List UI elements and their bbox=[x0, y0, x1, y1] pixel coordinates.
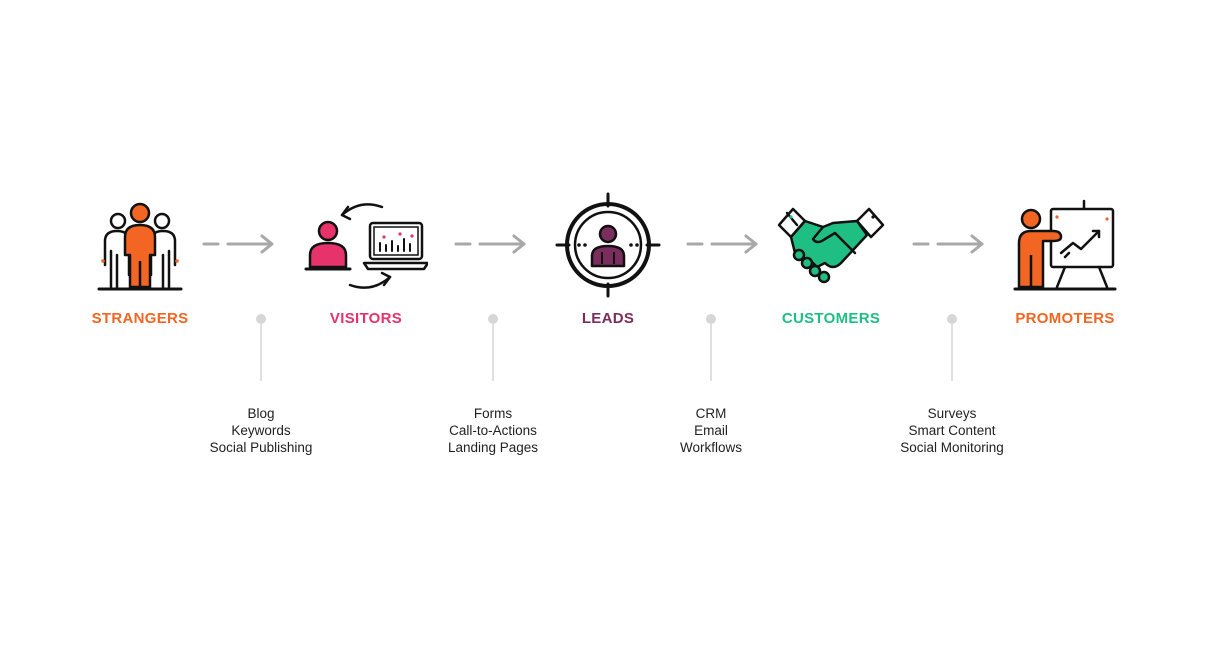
connector-line bbox=[710, 324, 712, 381]
arrow-right-icon bbox=[686, 234, 758, 254]
tool-item: Call-to-Actions bbox=[449, 423, 537, 438]
stage-label-promoters: PROMOTERS bbox=[1015, 310, 1115, 327]
presenter-board-icon bbox=[975, 190, 1155, 300]
connector-dot bbox=[488, 314, 498, 324]
tools-list: Forms Call-to-Actions Landing Pages bbox=[403, 405, 583, 456]
stage-strangers: STRANGERS bbox=[50, 190, 230, 327]
target-person-icon bbox=[518, 190, 698, 300]
stage-leads: LEADS bbox=[518, 190, 698, 327]
tool-item: Blog bbox=[247, 406, 275, 421]
connector-dot bbox=[256, 314, 266, 324]
tool-item: Surveys bbox=[927, 406, 977, 421]
connector-line bbox=[260, 324, 262, 381]
tool-item: CRM bbox=[695, 406, 727, 421]
handshake-icon bbox=[741, 190, 921, 300]
stage-promoters: PROMOTERS bbox=[975, 190, 1155, 327]
stage-visitors: VISITORS bbox=[276, 190, 456, 327]
transition-customers-promoters: Surveys Smart Content Social Monitoring bbox=[862, 314, 1042, 456]
tool-item: Landing Pages bbox=[447, 440, 539, 455]
stage-label-visitors: VISITORS bbox=[329, 310, 403, 327]
stage-customers: CUSTOMERS bbox=[741, 190, 921, 327]
tool-item: Smart Content bbox=[908, 423, 996, 438]
tool-item: Social Publishing bbox=[209, 440, 313, 455]
tool-item: Forms bbox=[473, 406, 513, 421]
transition-leads-customers: CRM Email Workflows bbox=[621, 314, 801, 456]
arrow-right-icon bbox=[454, 234, 526, 254]
tools-list: CRM Email Workflows bbox=[621, 405, 801, 456]
arrow-right-icon bbox=[202, 234, 274, 254]
tools-list: Surveys Smart Content Social Monitoring bbox=[862, 405, 1042, 456]
tool-item: Social Monitoring bbox=[900, 440, 1004, 455]
stage-label-customers: CUSTOMERS bbox=[781, 310, 881, 327]
stage-label-leads: LEADS bbox=[581, 310, 635, 327]
connector-dot bbox=[947, 314, 957, 324]
people-group-icon bbox=[50, 190, 230, 300]
connector-line bbox=[951, 324, 953, 381]
stage-label-strangers: STRANGERS bbox=[91, 310, 189, 327]
connector-line bbox=[492, 324, 494, 381]
transition-strangers-visitors: Blog Keywords Social Publishing bbox=[171, 314, 351, 456]
tool-item: Keywords bbox=[231, 423, 291, 438]
person-laptop-cycle-icon bbox=[276, 190, 456, 300]
tool-item: Workflows bbox=[679, 440, 742, 455]
tools-list: Blog Keywords Social Publishing bbox=[171, 405, 351, 456]
connector-dot bbox=[706, 314, 716, 324]
tool-item: Email bbox=[694, 423, 728, 438]
arrow-right-icon bbox=[912, 234, 984, 254]
transition-visitors-leads: Forms Call-to-Actions Landing Pages bbox=[403, 314, 583, 456]
